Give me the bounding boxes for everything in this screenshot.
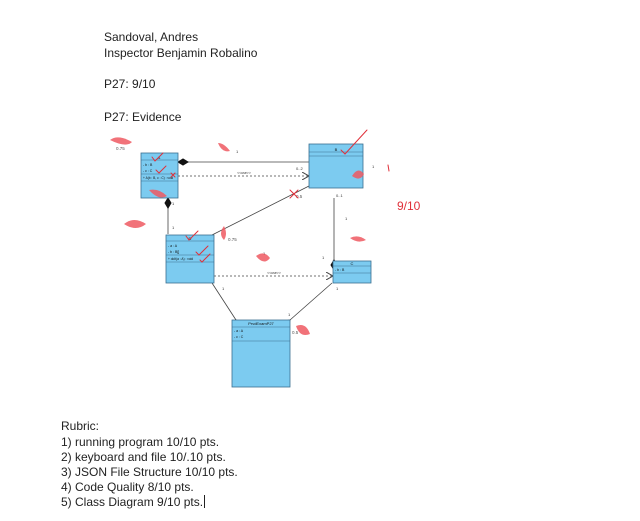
multiplicity-label: 0..1 xyxy=(336,193,343,198)
class-b-name: B xyxy=(335,147,338,152)
grade-annotation: 9/10 xyxy=(397,199,421,213)
brush-mark xyxy=(296,325,310,335)
assoc-d-b xyxy=(211,185,310,236)
multiplicity-label: 1 xyxy=(372,164,375,169)
class-d-attr: - b : B[] xyxy=(168,250,179,254)
main-class-name: PrvdExamP27 xyxy=(248,321,274,326)
check-marks xyxy=(151,129,390,263)
brush-mark xyxy=(350,236,366,242)
check-mark-icon xyxy=(155,165,167,174)
multiplicity-label: 0..2 xyxy=(296,166,303,171)
rubric-title: Rubric: xyxy=(61,419,100,433)
brush-mark xyxy=(110,137,132,145)
cross-mark-icon xyxy=(170,172,176,178)
rubric-item: 5) Class Diagram 9/10 pts. xyxy=(61,495,204,509)
score-annotation: 0.75 xyxy=(116,146,125,151)
assoc-d-main xyxy=(211,282,242,330)
multiplicity-label: 1 xyxy=(263,251,266,256)
cross-mark-icon xyxy=(289,189,299,199)
multiplicity-label: 1 xyxy=(322,255,325,260)
class-a-attr: - c : C xyxy=(143,169,153,173)
main-class-box: PrvdExamP27 - a : A - c : C xyxy=(231,319,291,388)
brush-mark xyxy=(149,189,167,198)
multiplicity-labels: 1 1 0..2 0..1 1 1 1 1 1 1 1 1 xyxy=(172,149,375,317)
assoc-c-main xyxy=(281,282,333,328)
use-label: <<use>> xyxy=(237,171,251,175)
brush-mark xyxy=(218,143,230,152)
inspector-name: Inspector Benjamin Robalino xyxy=(104,46,258,60)
evidence-title: P27: Evidence xyxy=(104,110,182,124)
rubric-item-last[interactable]: 5) Class Diagram 9/10 pts. xyxy=(61,495,206,510)
class-c-attr: - b : B xyxy=(335,268,345,272)
multiplicity-label: 1 xyxy=(236,149,239,154)
check-mark-icon xyxy=(195,245,209,256)
class-c-box: C - b : B xyxy=(332,260,372,284)
text-cursor xyxy=(204,495,206,508)
multiplicity-label: 1 xyxy=(172,201,175,206)
score-annotation: 0.5 xyxy=(296,194,303,199)
rubric-item: 1) running program 10/10 pts. xyxy=(61,435,220,449)
use-label: <<use>> xyxy=(267,271,281,275)
brush-mark xyxy=(124,220,146,228)
main-class-attr: - a : A xyxy=(234,329,244,333)
brush-mark xyxy=(221,226,226,240)
check-mark-icon xyxy=(151,152,164,162)
score-annotation: 0.75 xyxy=(228,237,237,242)
check-mark-icon xyxy=(340,129,368,155)
score-annotation: 0.5 xyxy=(292,330,299,335)
class-a-attr: - b : B xyxy=(143,163,153,167)
check-mark-icon xyxy=(185,230,199,241)
multiplicity-label: 1 xyxy=(172,225,175,230)
multiplicity-label: 1 xyxy=(222,286,225,291)
score-line: P27: 9/10 xyxy=(104,77,156,91)
rubric-item: 3) JSON File Structure 10/10 pts. xyxy=(61,465,238,479)
tick-mark-icon xyxy=(387,164,390,172)
association-lines xyxy=(164,158,338,330)
class-c-name: C xyxy=(351,261,354,266)
student-name: Sandoval, Andres xyxy=(104,30,199,44)
grading-brush-marks xyxy=(110,137,366,335)
multiplicity-label: 1 xyxy=(336,286,339,291)
class-d-box: D - a : A - b : B[] + doIt(a : A) : void xyxy=(165,234,215,284)
check-mark-icon xyxy=(199,253,211,263)
rubric-item: 2) keyboard and file 10/.10 pts. xyxy=(61,450,226,464)
class-d-op: + doIt(a : A) : void xyxy=(168,257,193,261)
rubric-item: 4) Code Quality 8/10 pts. xyxy=(61,480,194,494)
multiplicity-label: 1 xyxy=(288,312,291,317)
main-class-attr: - c : C xyxy=(234,335,244,339)
class-b-box: B xyxy=(308,143,364,189)
class-a-op: + A(b : B, c : C) : void xyxy=(143,176,173,180)
brush-mark xyxy=(352,170,364,179)
class-d-attr: - a : A xyxy=(168,244,178,248)
brush-mark xyxy=(256,253,270,262)
multiplicity-label: 1 xyxy=(345,216,348,221)
